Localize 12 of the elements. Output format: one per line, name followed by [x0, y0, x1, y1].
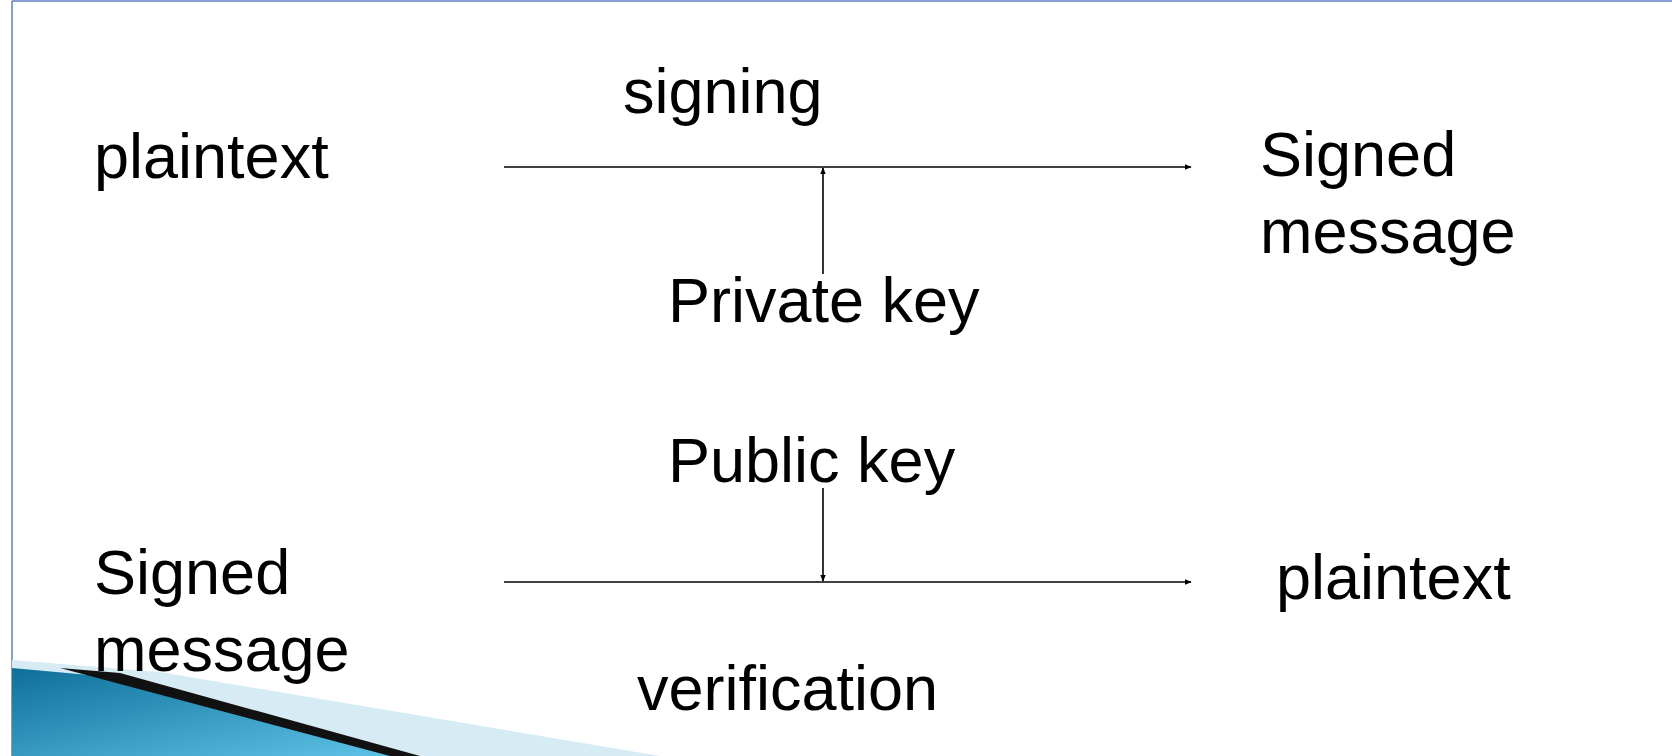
arrow [820, 167, 826, 275]
edge-label: signing [623, 55, 823, 128]
arrow [820, 487, 826, 582]
node-label: Signed message [1260, 118, 1516, 268]
node-label: Signed message [94, 536, 351, 686]
node-label: Public key [668, 424, 956, 497]
node-label: plaintext [1276, 541, 1511, 614]
node-label: Private key [668, 264, 980, 337]
arrow [503, 164, 1192, 170]
node-label: plaintext [94, 120, 329, 193]
edge-label: verification [637, 652, 939, 725]
arrow [503, 579, 1192, 585]
